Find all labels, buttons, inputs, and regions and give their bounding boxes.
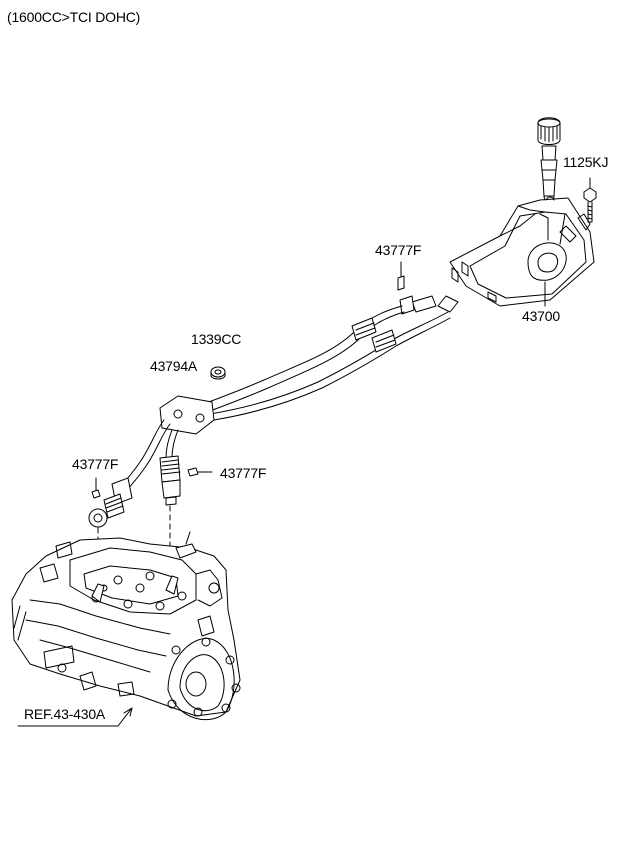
- part-label-43777f-right: 43777F: [220, 465, 267, 481]
- shift-lever-assembly: [449, 117, 595, 307]
- part-label-43777f-left: 43777F: [72, 456, 119, 472]
- part-label-43794a: 43794A: [150, 358, 198, 374]
- bolt-part: [583, 177, 597, 223]
- part-label-43777f-upper: 43777F: [375, 242, 422, 258]
- clip-upper-part: [397, 261, 405, 291]
- reference-pointer: [17, 707, 133, 727]
- shift-cables: [88, 295, 459, 528]
- transmission-housing: [11, 531, 241, 721]
- clip-left-part: [91, 477, 101, 499]
- clip-right-part: [187, 467, 213, 477]
- engine-spec-header: (1600CC>TCI DOHC): [7, 9, 141, 25]
- part-label-43700: 43700: [522, 308, 560, 324]
- bushing-part: [210, 366, 226, 380]
- part-label-1339cc: 1339CC: [191, 331, 242, 347]
- part-label-1125kj: 1125KJ: [563, 154, 609, 170]
- reference-label[interactable]: REF.43-430A: [24, 706, 106, 722]
